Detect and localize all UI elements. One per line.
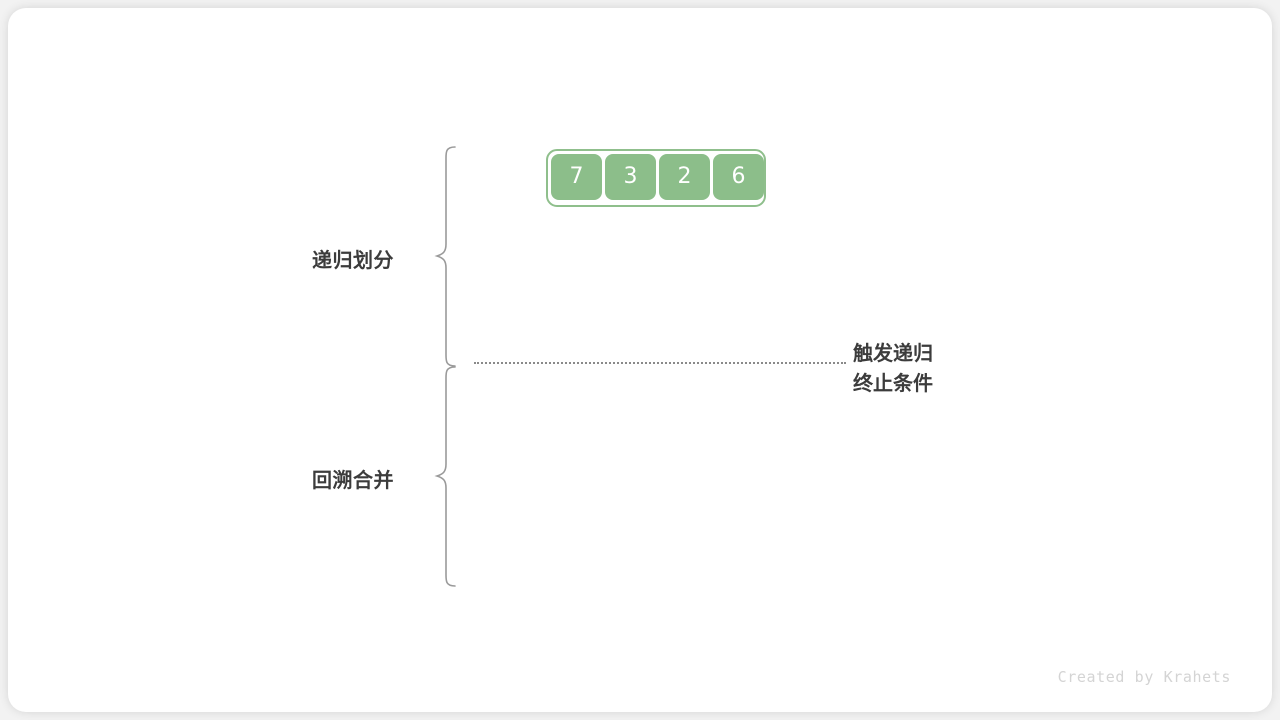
array-cell: 2 xyxy=(659,154,710,200)
credit-text: Created by Krahets xyxy=(1057,668,1231,686)
array-cell: 6 xyxy=(713,154,764,200)
section-label-merge: 回溯合并 xyxy=(312,470,394,492)
recursion-base-divider xyxy=(474,362,846,364)
section-label-divide: 递归划分 xyxy=(312,250,394,272)
figure-card: 7 3 2 6 递归划分 触发递归 终止条件 回溯合并 Created by K… xyxy=(8,8,1272,712)
recursion-base-note-line1: 触发递归 xyxy=(853,343,933,365)
recursion-base-note-line2: 终止条件 xyxy=(853,373,933,395)
brace-divide-icon xyxy=(434,146,456,367)
input-array: 7 3 2 6 xyxy=(546,149,766,207)
brace-merge-icon xyxy=(434,366,456,587)
recursion-base-note: 触发递归 终止条件 xyxy=(853,339,933,399)
array-cells: 7 3 2 6 xyxy=(551,154,764,200)
array-cell: 7 xyxy=(551,154,602,200)
array-cell: 3 xyxy=(605,154,656,200)
